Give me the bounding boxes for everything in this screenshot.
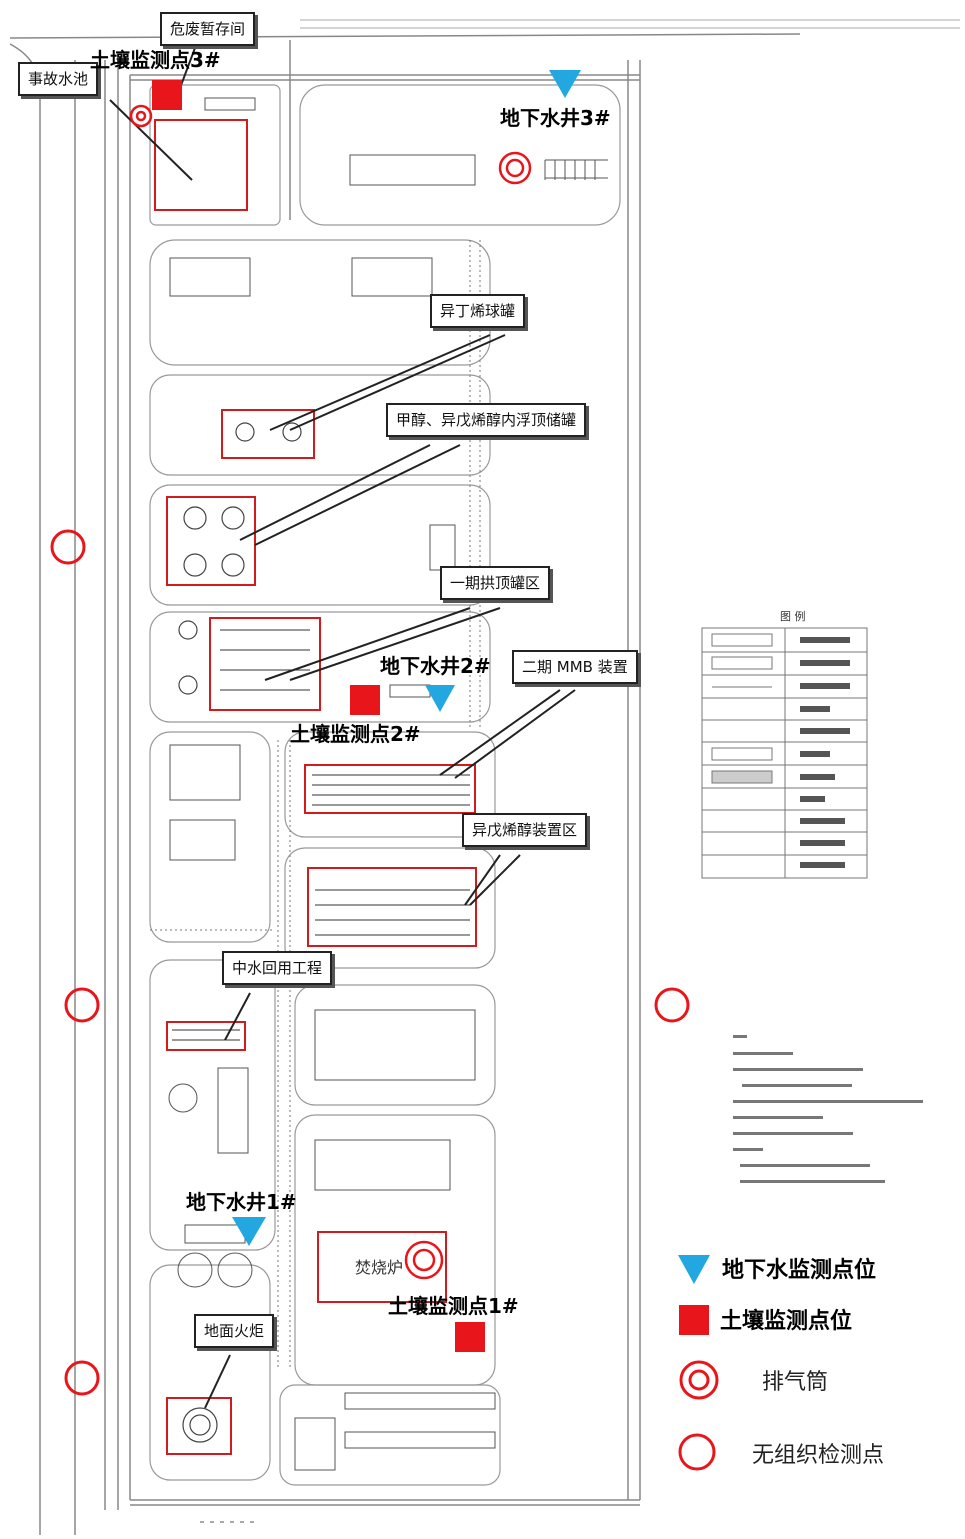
legend-fugitive-label: 无组织检测点 <box>752 1443 885 1468</box>
legend-soil-icon <box>679 1305 709 1335</box>
legend-soil-label: 土壤监测点位 <box>720 1309 853 1334</box>
soil-point-1-label: 土壤监测点1# <box>388 1294 519 1318</box>
notes-line <box>733 1132 853 1135</box>
legend-fugitive-icon <box>678 1433 716 1471</box>
notes-line <box>733 1068 863 1071</box>
phase1-tank-area-callout: 一期拱顶罐区 <box>440 566 551 600</box>
notes-line <box>733 1035 747 1038</box>
notes-line <box>733 1052 793 1055</box>
legend-table-bars <box>800 637 850 868</box>
isobutylene-tank-callout: 异丁烯球罐 <box>430 294 526 328</box>
notes-line <box>742 1084 852 1087</box>
groundwater-well-3-label: 地下水井3# <box>500 106 611 130</box>
isopentenol-unit-callout: 异戊烯醇装置区 <box>462 813 588 847</box>
tank-circles <box>178 422 302 1443</box>
phase2-mmb-callout: 二期 MMB 装置 <box>512 650 638 684</box>
notes-line <box>740 1180 885 1183</box>
hazardous-waste-callout: 危废暂存间 <box>160 12 256 46</box>
symbol-legend-table <box>701 627 868 879</box>
incinerator-label: 焚烧炉 <box>355 1258 404 1277</box>
methanol-tank-callout: 甲醇、异戊烯醇内浮顶储罐 <box>386 403 587 437</box>
highlighted-units <box>154 119 477 1455</box>
exhaust-stacks <box>129 104 532 1280</box>
groundwater-well-1-label: 地下水井1# <box>186 1190 297 1214</box>
notes-line <box>733 1116 823 1119</box>
legend-icons <box>678 1255 719 1471</box>
legend-groundwater-label: 地下水监测点位 <box>722 1258 877 1283</box>
accident-pool-callout: 事故水池 <box>18 62 99 96</box>
legend-table-title: 图 例 <box>780 609 806 623</box>
plant-blocks <box>149 84 621 1486</box>
fugitive-points <box>50 529 690 1396</box>
notes-line <box>740 1164 870 1167</box>
soil-point-3-label: 土壤监测点3# <box>90 48 221 72</box>
water-reuse-callout: 中水回用工程 <box>222 951 333 985</box>
soil-point-2-label: 土壤监测点2# <box>290 722 421 746</box>
notes-line <box>733 1100 923 1103</box>
legend-groundwater-icon <box>678 1255 710 1284</box>
site-boundary <box>9 33 801 1535</box>
groundwater-well-2-label: 地下水井2# <box>380 654 491 678</box>
legend-stack-label: 排气筒 <box>762 1370 829 1395</box>
equipment-hatching <box>172 629 470 1041</box>
ground-flare-callout: 地面火炬 <box>194 1314 275 1348</box>
soil-points <box>152 80 485 1352</box>
groundwater-points <box>232 70 581 1246</box>
legend-stack-icon <box>679 1360 719 1400</box>
top-road <box>300 19 960 29</box>
notes-line <box>733 1148 763 1151</box>
equipment <box>168 97 608 1471</box>
callout-leaders <box>109 47 576 1409</box>
